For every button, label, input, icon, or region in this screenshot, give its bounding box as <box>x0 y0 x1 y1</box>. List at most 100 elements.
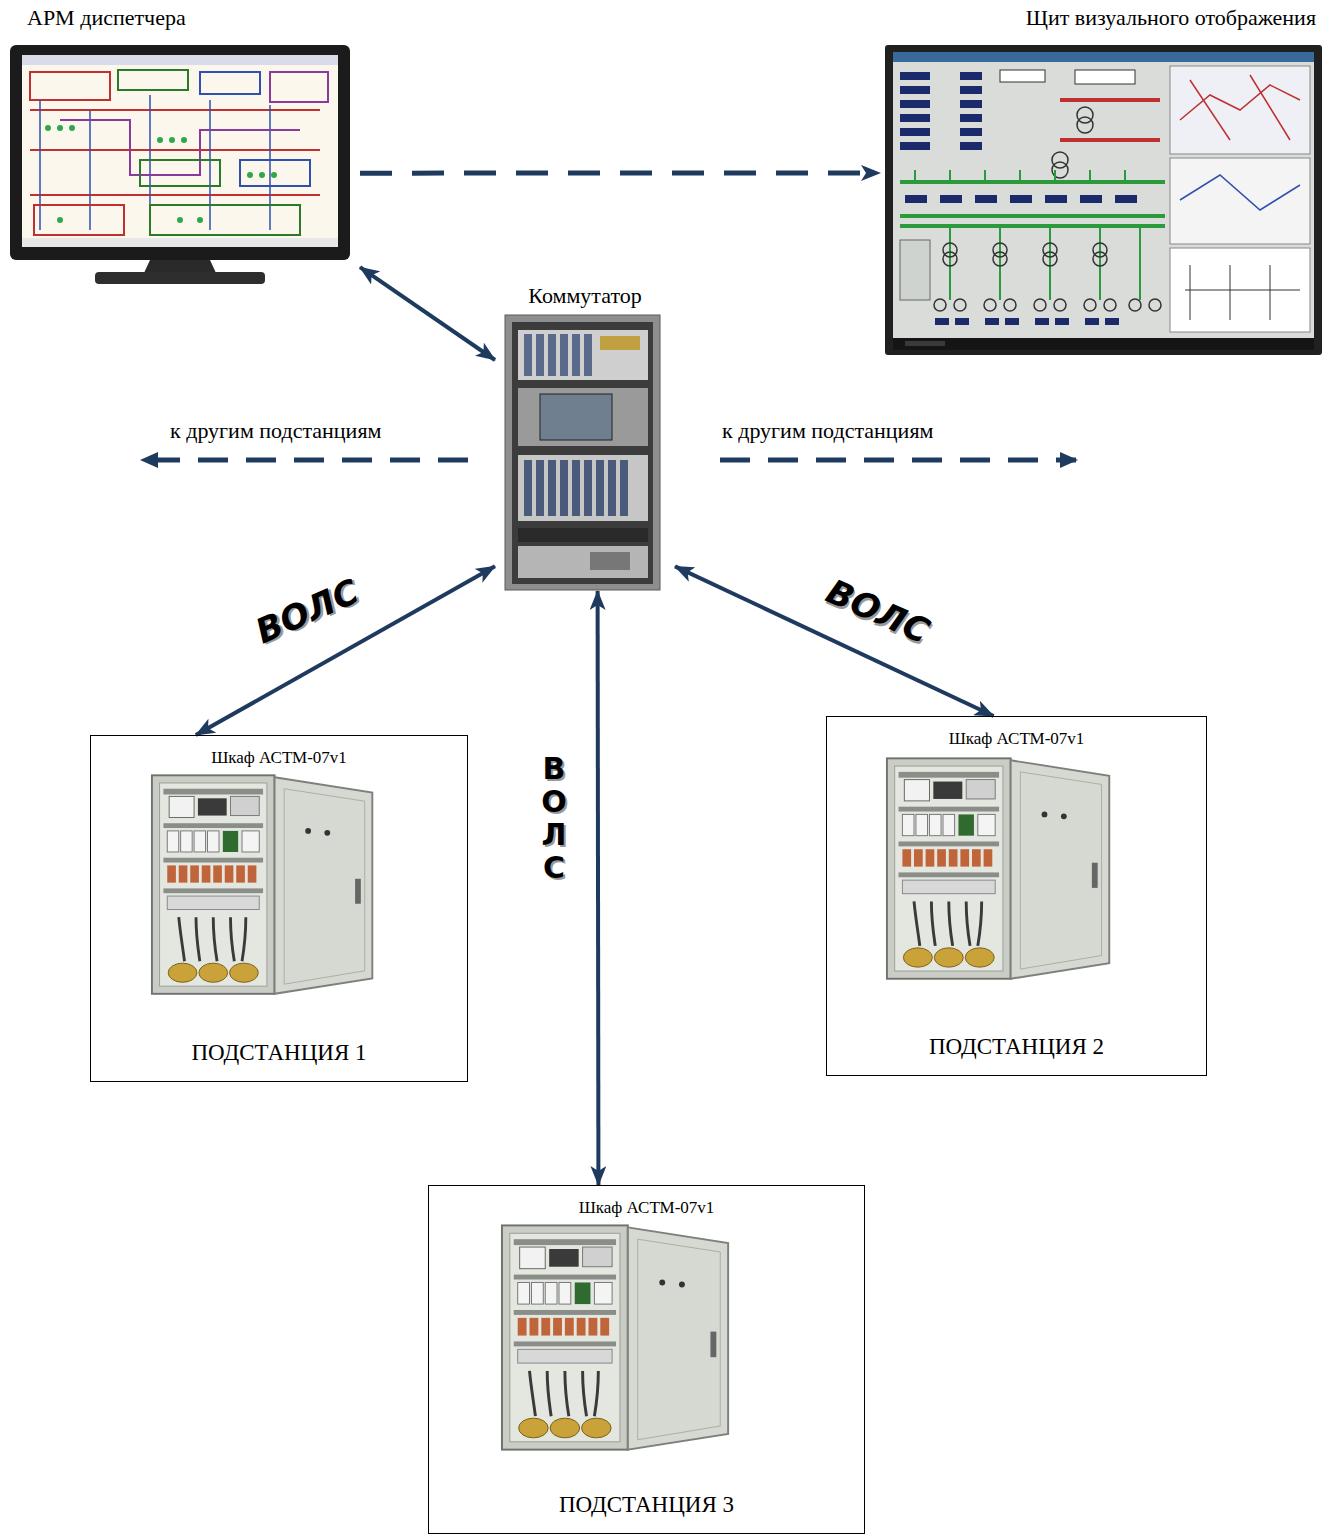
video-wall-part <box>1170 248 1310 332</box>
video-wall-part <box>1075 70 1135 84</box>
fiber-link <box>360 267 495 360</box>
operator-monitor-part <box>45 125 277 223</box>
video-wall-part-part <box>900 100 930 108</box>
switch-rack-part-part <box>560 460 568 516</box>
operator-monitor <box>10 45 350 284</box>
video-wall-part-part <box>984 299 996 311</box>
operator-monitor-part <box>140 160 220 186</box>
node-title: АРМ диспетчера <box>27 5 186 31</box>
switch-rack-part <box>524 460 628 516</box>
video-wall-part <box>900 214 1165 218</box>
switch-rack-part <box>518 528 648 542</box>
video-wall-part-part <box>960 128 982 136</box>
switch-rack-part-part <box>572 334 580 376</box>
node-title: Коммутатор <box>528 283 641 309</box>
video-wall-part-part <box>1149 299 1161 311</box>
cabinet-illustration <box>502 1225 728 1449</box>
cabinet-illustration <box>152 775 372 994</box>
video-wall-part <box>1180 175 1300 210</box>
video-wall-part-part <box>1034 299 1046 311</box>
video-wall-part-part <box>1115 195 1137 203</box>
fiber-link <box>675 566 994 716</box>
switch-rack-part-part <box>596 460 604 516</box>
switch-rack-part <box>590 552 630 570</box>
video-wall-part <box>1077 107 1093 123</box>
operator-monitor-part-part <box>181 137 187 143</box>
node-title: Щит визуального отображения <box>1026 5 1316 31</box>
video-wall-part <box>1052 152 1068 168</box>
video-wall-part-part <box>975 195 997 203</box>
video-wall-part <box>1185 265 1300 320</box>
operator-monitor-part-part <box>69 125 75 131</box>
video-wall-part-part <box>993 252 1007 266</box>
operator-monitor-part <box>200 72 260 94</box>
operator-monitor-part-part <box>45 125 51 131</box>
operator-monitor-part-part <box>197 217 203 223</box>
video-wall-part <box>893 52 1314 338</box>
switch-rack-part <box>540 394 612 440</box>
video-wall-part-part <box>900 128 930 136</box>
operator-monitor-part <box>270 72 328 102</box>
switch-rack-part <box>518 388 648 446</box>
video-wall-part <box>900 240 930 300</box>
switch-rack-part-part <box>560 334 568 376</box>
switch-rack-part <box>512 322 653 584</box>
video-wall-part <box>893 338 1314 350</box>
video-wall-part-part <box>1004 299 1016 311</box>
operator-monitor-part-part <box>57 217 63 223</box>
operator-monitor-part <box>60 120 300 175</box>
video-wall-part <box>950 226 1140 300</box>
operator-monitor-part-part <box>177 217 183 223</box>
video-wall-part <box>1060 98 1160 102</box>
video-wall-part-part <box>1093 252 1107 266</box>
dashed-link <box>360 170 880 175</box>
video-wall-part-part <box>940 195 962 203</box>
destination-note: к другим подстанциям <box>722 418 933 444</box>
video-wall-part-part <box>954 299 966 311</box>
video-wall-part-part <box>1129 299 1141 311</box>
video-wall-part-part <box>943 252 957 266</box>
video-wall-part-part <box>985 318 999 325</box>
switch-rack-part <box>505 315 660 590</box>
video-wall-part-part <box>955 318 969 325</box>
video-wall-part-part <box>1054 299 1066 311</box>
switch-rack-part <box>524 334 592 376</box>
operator-monitor-part <box>30 110 320 195</box>
video-wall-part-part <box>1084 299 1096 311</box>
video-wall-part-part <box>1043 252 1057 266</box>
link-label: ВОЛС <box>539 752 569 884</box>
switch-rack-part <box>518 330 648 380</box>
video-wall-part-part <box>1085 318 1099 325</box>
video-wall-part <box>1060 138 1160 142</box>
switch-rack-part <box>518 546 648 578</box>
video-wall-part-part <box>900 72 930 80</box>
video-wall-part <box>900 224 1165 228</box>
destination-note: к другим подстанциям <box>170 418 381 444</box>
video-wall <box>885 45 1322 355</box>
video-wall-part <box>935 318 1119 325</box>
operator-monitor-part-part <box>271 172 277 178</box>
switch-rack-part-part <box>524 334 532 376</box>
video-wall-part-part <box>1045 195 1067 203</box>
video-wall-part-part <box>960 142 982 150</box>
video-wall-part-part <box>960 72 982 80</box>
switch-rack <box>505 315 660 590</box>
operator-monitor-part <box>30 72 110 100</box>
node-caption: ПОДСТАНЦИЯ 1 <box>191 1039 366 1067</box>
video-wall-part-part <box>1105 318 1119 325</box>
node-title: Шкаф АСТМ-07v1 <box>211 748 347 768</box>
operator-monitor-part <box>118 70 188 90</box>
video-wall-part <box>915 170 1125 182</box>
switch-rack-part-part <box>584 460 592 516</box>
switch-rack-part-part <box>536 460 544 516</box>
operator-monitor-part <box>34 205 124 235</box>
video-wall-part <box>1180 75 1300 140</box>
fiber-link <box>196 566 495 735</box>
dashed-arrow-part <box>720 458 1076 463</box>
node-title: Шкаф АСТМ-07v1 <box>949 729 1085 749</box>
video-wall-part <box>1170 158 1310 244</box>
workstation-node: АРМ диспетчера <box>5 5 360 290</box>
operator-monitor-part <box>10 45 350 260</box>
